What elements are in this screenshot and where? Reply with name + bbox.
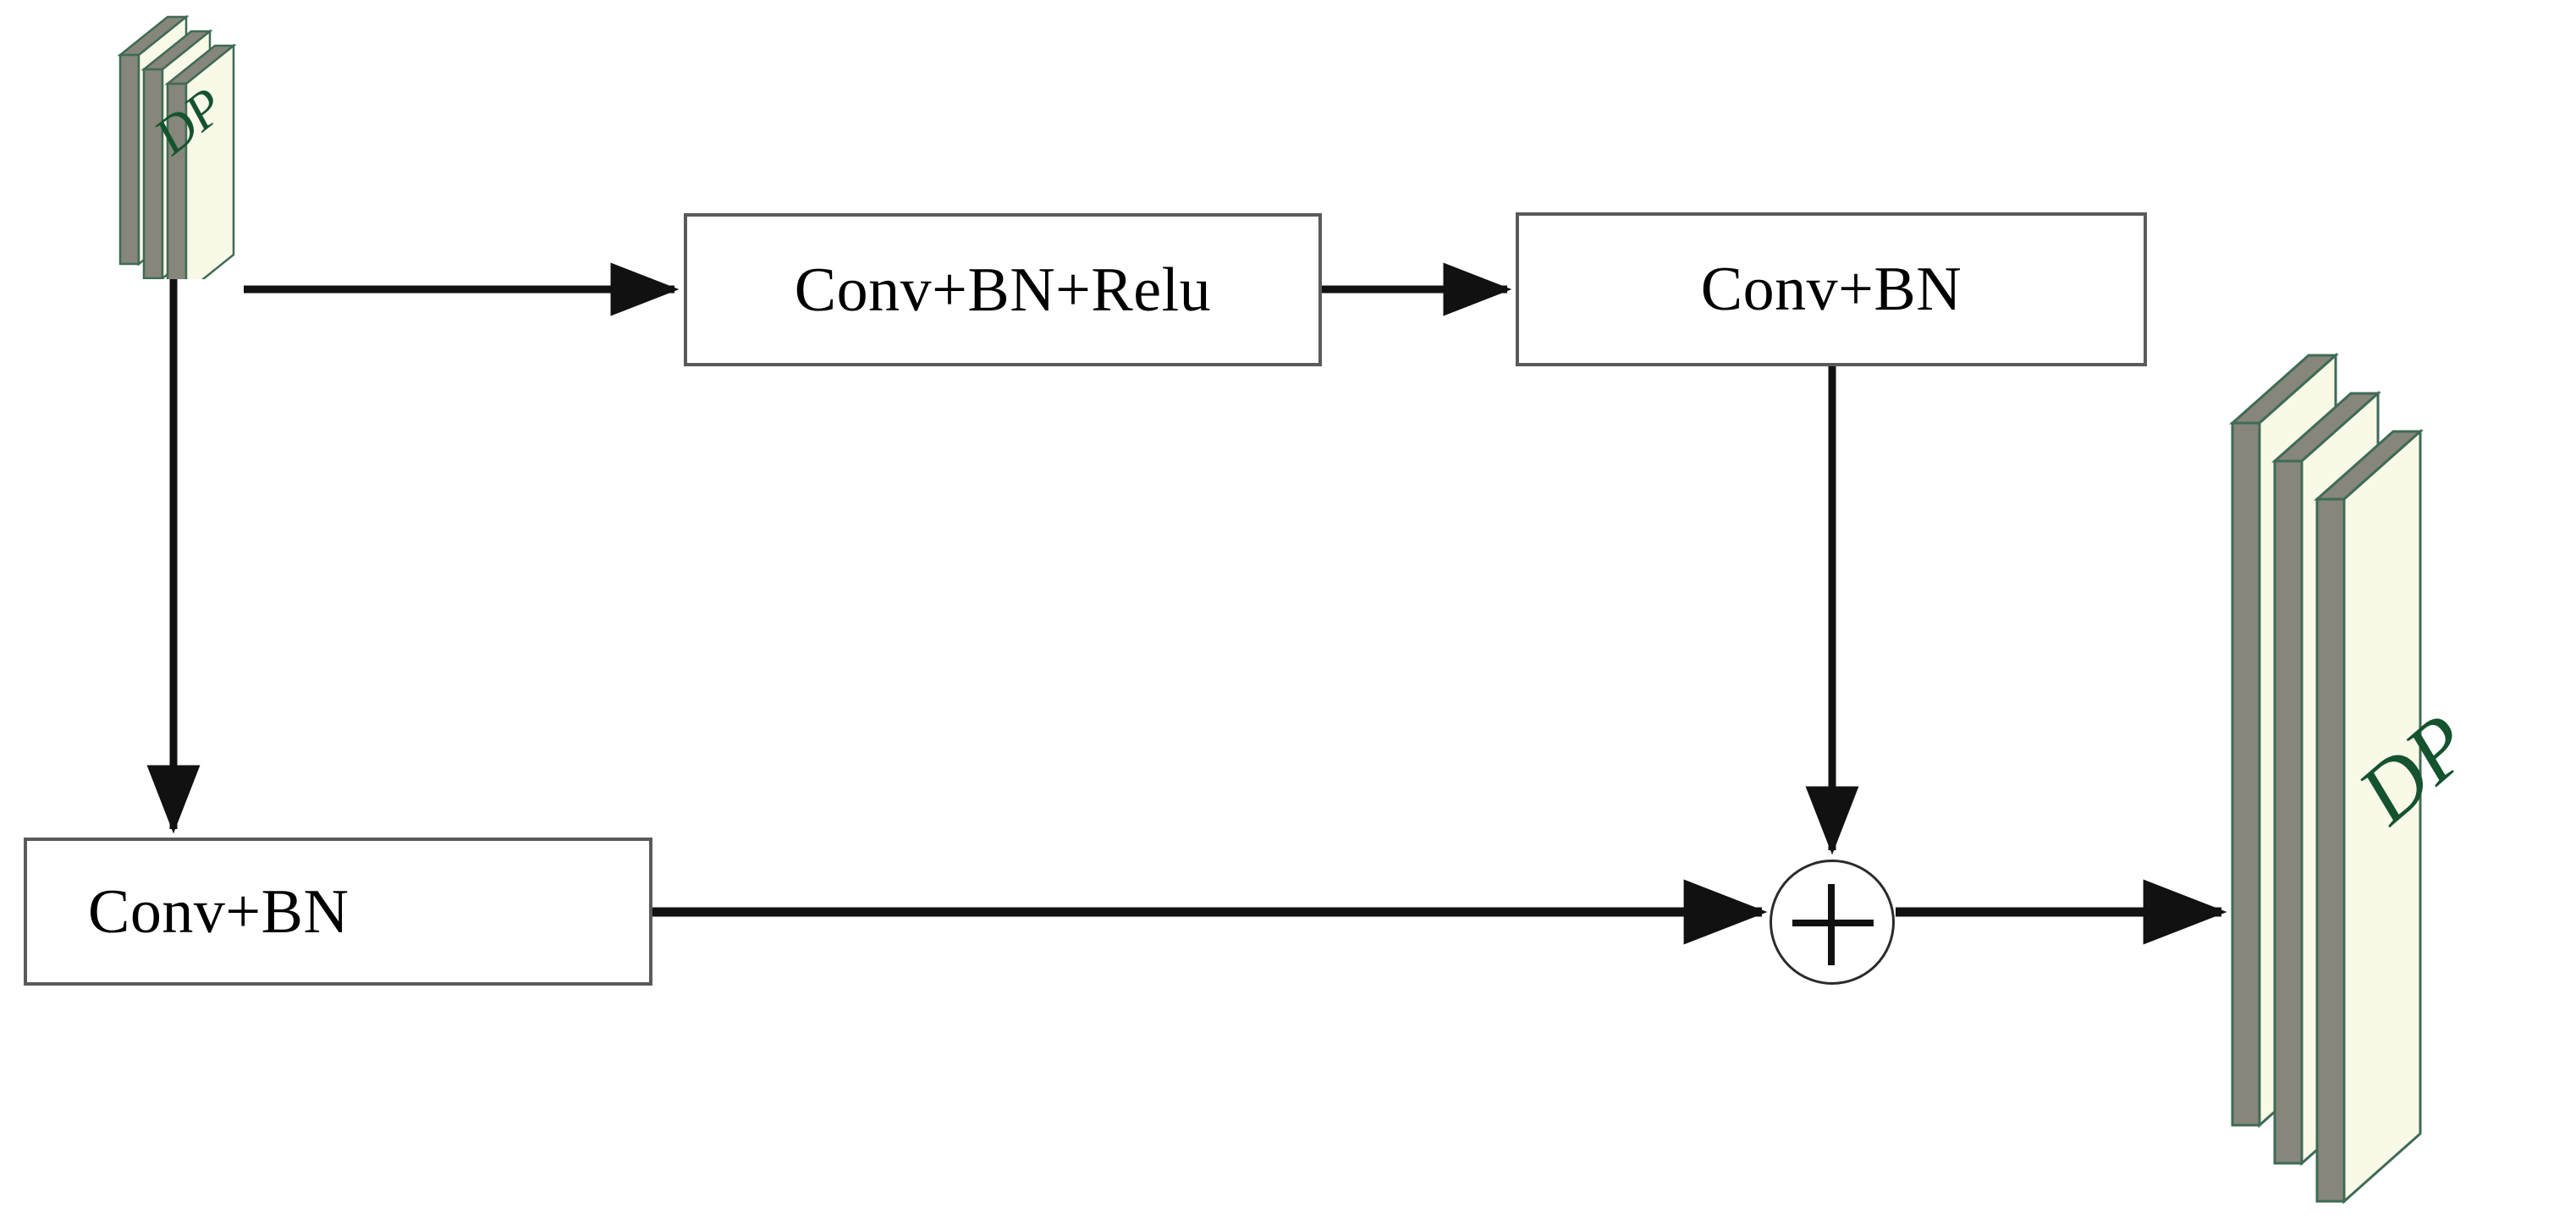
conv-bn-bottom-box[interactable]: Conv+BN bbox=[24, 838, 652, 986]
plate-front bbox=[2314, 428, 2424, 1205]
conv-bn-bottom-label: Conv+BN bbox=[88, 876, 350, 947]
plus-vertical-stroke bbox=[1828, 884, 1835, 965]
conv-bn-top-label: Conv+BN bbox=[1700, 255, 1962, 324]
sum-node[interactable] bbox=[1770, 860, 1895, 985]
output-dp-stack: DP bbox=[2217, 330, 2576, 1225]
input-dp-stack: DP bbox=[51, 8, 254, 279]
output-dp-plates bbox=[2229, 352, 2424, 1205]
conv-bn-top-box[interactable]: Conv+BN bbox=[1516, 212, 2147, 366]
conv-bn-relu-label: Conv+BN+Relu bbox=[794, 255, 1212, 325]
plate-front bbox=[164, 43, 237, 279]
conv-bn-relu-box[interactable]: Conv+BN+Relu bbox=[684, 213, 1322, 366]
input-dp-plates bbox=[117, 14, 237, 279]
